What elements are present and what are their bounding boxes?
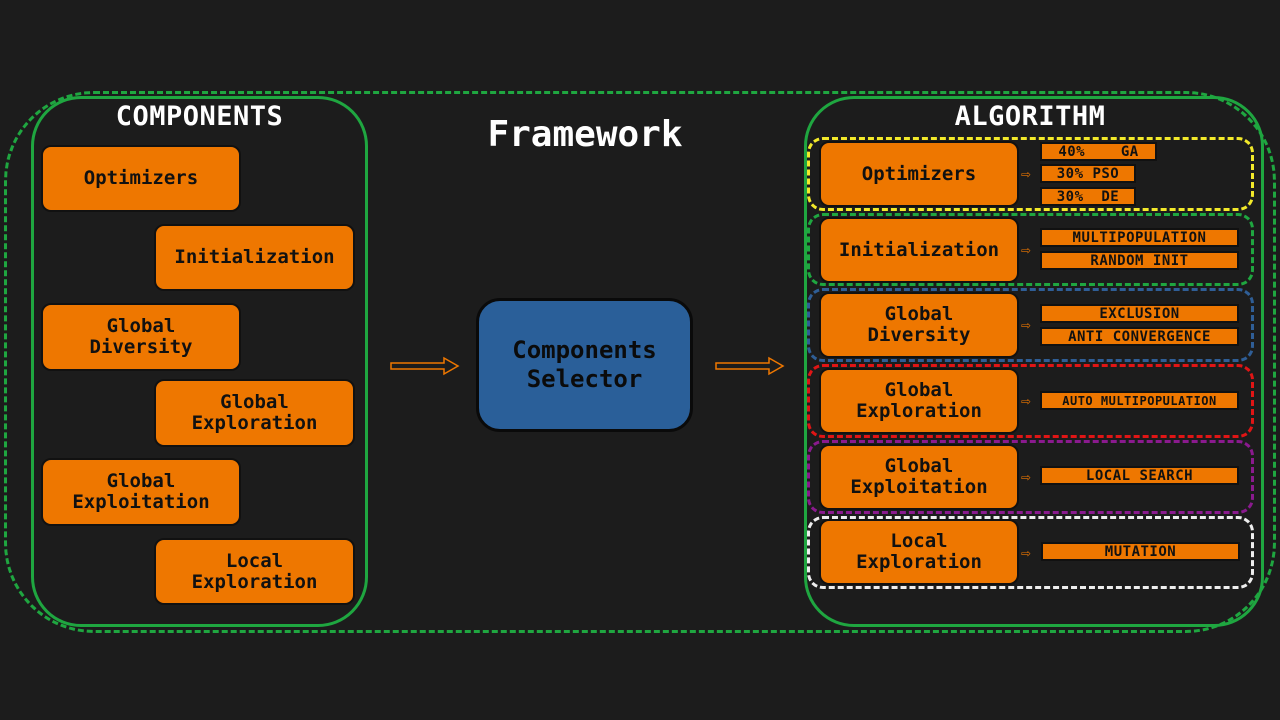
- algorithm-group-optimizers: [807, 137, 1254, 211]
- arrow-right-icon: ⇨: [1021, 164, 1031, 183]
- arrow-right-icon: ⇨: [1021, 467, 1031, 486]
- algorithm-group-initialization: [807, 213, 1254, 286]
- algorithm-tag: EXCLUSION: [1040, 304, 1239, 323]
- algorithm-optimizers-box: Optimizers: [819, 141, 1019, 207]
- arrow-right-icon: ⇨: [1021, 543, 1031, 562]
- algorithm-tag: 30% DE: [1040, 187, 1136, 206]
- algorithm-tag: 30% PSO: [1040, 164, 1136, 183]
- algorithm-tag: ANTI CONVERGENCE: [1040, 327, 1239, 346]
- algorithm-tag: MUTATION: [1041, 542, 1240, 561]
- components-heading: COMPONENTS: [115, 101, 284, 132]
- algorithm-global-diversity-box: Global Diversity: [819, 292, 1019, 358]
- algorithm-group-global-exploration: [807, 364, 1254, 438]
- arrow-right-icon: ⇨: [1021, 391, 1031, 410]
- algorithm-initialization-box: Initialization: [819, 217, 1019, 283]
- algorithm-tag: RANDOM INIT: [1040, 251, 1239, 270]
- component-initialization: Initialization: [154, 224, 355, 291]
- algorithm-group-local-exploration: [807, 516, 1254, 589]
- components-selector: Components Selector: [476, 298, 693, 432]
- algorithm-tag: LOCAL SEARCH: [1040, 466, 1239, 485]
- algorithm-group-global-exploitation: [807, 440, 1254, 514]
- algorithm-local-exploration-box: Local Exploration: [819, 519, 1019, 585]
- algorithm-panel: [804, 96, 1264, 627]
- framework-title: Framework: [487, 114, 683, 155]
- framework-frame: [4, 91, 1276, 633]
- algorithm-group-global-diversity: [807, 288, 1254, 362]
- algorithm-tag: AUTO MULTIPOPULATION: [1040, 391, 1239, 410]
- arrow-right-icon: [715, 356, 785, 376]
- component-local-exploration: Local Exploration: [154, 538, 355, 605]
- arrow-right-icon: ⇨: [1021, 315, 1031, 334]
- components-panel: [31, 96, 368, 627]
- component-global-exploration: Global Exploration: [154, 379, 355, 447]
- algorithm-tag: MULTIPOPULATION: [1040, 228, 1239, 247]
- algorithm-heading: ALGORITHM: [954, 101, 1106, 132]
- component-global-diversity: Global Diversity: [41, 303, 241, 371]
- arrow-right-icon: ⇨: [1021, 240, 1031, 259]
- component-optimizers: Optimizers: [41, 145, 241, 212]
- algorithm-global-exploitation-box: Global Exploitation: [819, 444, 1019, 510]
- algorithm-global-exploration-box: Global Exploration: [819, 368, 1019, 434]
- algorithm-tag: 40% GA: [1040, 142, 1157, 161]
- arrow-right-icon: [390, 356, 460, 376]
- component-global-exploitation: Global Exploitation: [41, 458, 241, 526]
